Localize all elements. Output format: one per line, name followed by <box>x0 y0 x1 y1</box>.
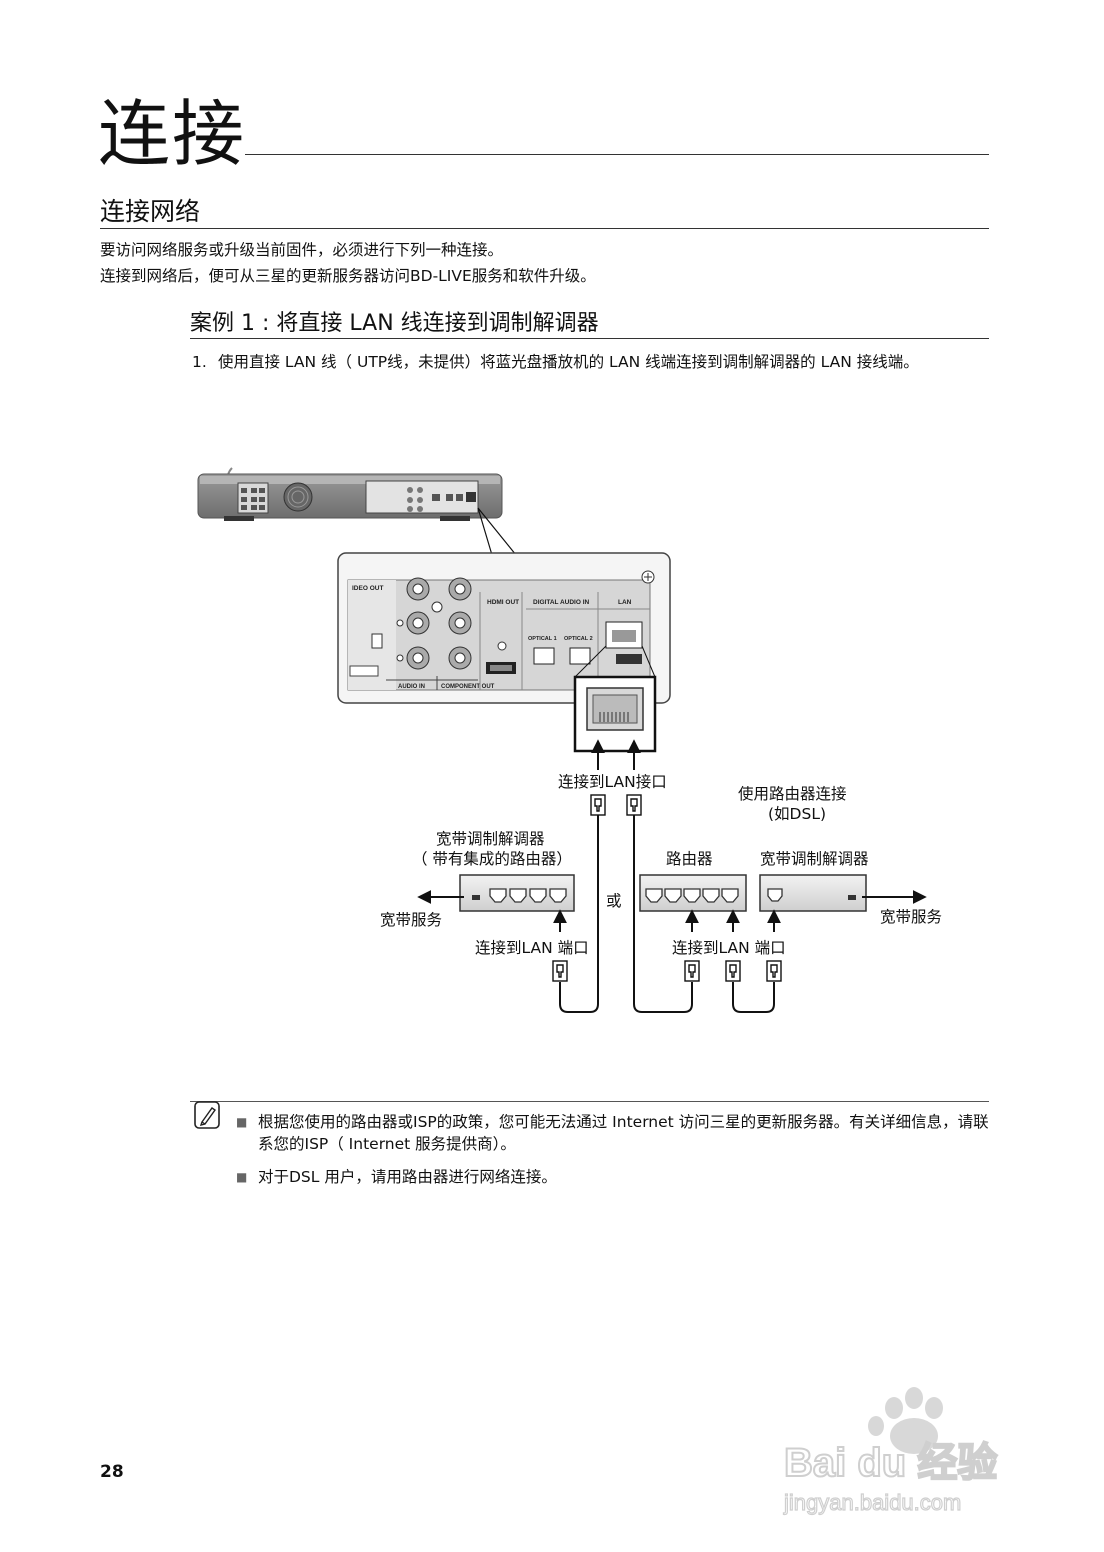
router-connection-label: 使用路由器连接 <box>738 785 847 803</box>
broadband-modem-device <box>759 874 867 912</box>
lan-plug-top <box>590 794 642 816</box>
chapter-title: 连接 <box>98 92 247 176</box>
step-number: 1. <box>192 353 207 371</box>
section-title: 连接网络 <box>100 197 201 226</box>
panel-component-out-label: COMPONENT OUT <box>441 684 495 690</box>
note-item: ■ 对于DSL 用户，请用路由器进行网络连接。 <box>236 1166 996 1190</box>
note-text: 根据您使用的路由器或ISP的政策，您可能无法通过 Internet 访问三星的更… <box>258 1113 989 1153</box>
note-item: ■ 根据您使用的路由器或ISP的政策，您可能无法通过 Internet 访问三星… <box>236 1111 996 1157</box>
modem-with-router-device <box>459 874 575 912</box>
panel-hdmi-out-label: HDMI OUT <box>487 599 519 606</box>
panel-lan-label: LAN <box>618 599 632 606</box>
note-pencil-icon <box>194 1101 220 1129</box>
panel-optical1-label: OPTICAL 1 <box>528 636 557 642</box>
connect-lan-port-left-label: 连接到LAN 端口 <box>475 939 589 957</box>
panel-audio-in-label: AUDIO IN <box>398 684 425 690</box>
broadband-service-right-label: 宽带服务 <box>880 908 943 926</box>
lan-port-zoom <box>573 645 657 753</box>
panel-digital-audio-in-label: DIGITAL AUDIO IN <box>533 599 590 606</box>
page-number: 28 <box>100 1462 124 1482</box>
chapter-title-rule <box>245 154 989 155</box>
router-device <box>639 874 747 912</box>
watermark-url: jingyan.baidu.com <box>783 1490 961 1515</box>
connect-lan-port-right-label: 连接到LAN 端口 <box>672 939 786 957</box>
modem-with-router-sub-label: （ 带有集成的路由器） <box>412 850 572 868</box>
router-connection-sub-label: (如DSL) <box>768 805 827 823</box>
intro-line-2: 连接到网络后，便可从三星的更新服务器访问BD-LIVE服务和软件升级。 <box>100 267 596 285</box>
connect-lan-port-label: 连接到LAN接口 <box>558 773 667 791</box>
player-rear-image <box>197 467 517 556</box>
watermark-brand: Bai du 经验 <box>784 1441 997 1485</box>
router-label: 路由器 <box>666 850 713 868</box>
notes-rule <box>190 1101 989 1102</box>
broadband-modem-label: 宽带调制解调器 <box>760 850 869 868</box>
section-title-rule <box>100 228 989 229</box>
lan-cables <box>559 815 775 1013</box>
intro-line-1: 要访问网络服务或升级当前固件，必须进行下列一种连接。 <box>100 241 504 259</box>
broadband-service-left-label: 宽带服务 <box>380 911 443 929</box>
baidu-jingyan-watermark: Bai du 经验 jingyan.baidu.com <box>782 1387 998 1516</box>
note-text: 对于DSL 用户，请用路由器进行网络连接。 <box>258 1168 557 1186</box>
case-title: 案例 1 : 将直接 LAN 线连接到调制解调器 <box>190 311 599 336</box>
step-text: 使用直接 LAN 线（ UTP线，未提供）将蓝光盘播放机的 LAN 线端连接到调… <box>218 353 919 371</box>
modem-with-router-label: 宽带调制解调器 <box>436 830 545 848</box>
lan-plugs-bottom <box>552 960 782 982</box>
panel-optical2-label: OPTICAL 2 <box>564 636 593 642</box>
case-title-rule <box>190 338 989 339</box>
panel-video-out-label: IDEO OUT <box>352 585 383 592</box>
or-label: 或 <box>606 892 622 910</box>
